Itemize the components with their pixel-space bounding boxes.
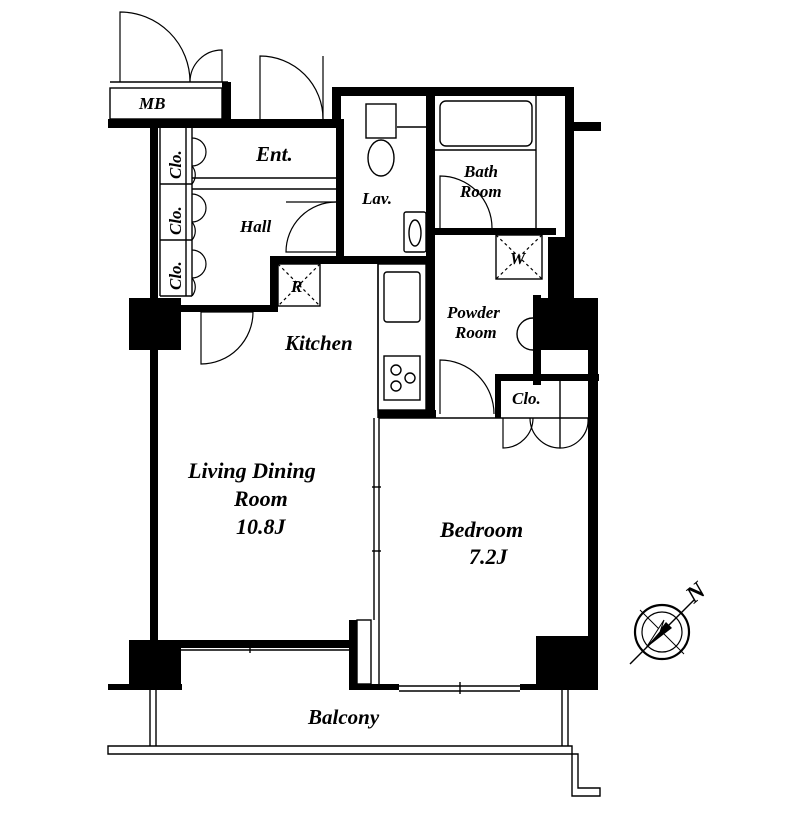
wall-powder-right [533, 295, 541, 385]
walls [108, 82, 601, 690]
wall-right [588, 298, 598, 690]
wall-bottom-left-stub [108, 684, 182, 690]
toilet-bowl [367, 139, 395, 177]
wall-hall-bottom [181, 305, 271, 312]
wall-partition-bottom [349, 620, 357, 690]
column-right-lower [536, 636, 598, 690]
toilet-tank [365, 103, 397, 139]
label-closet-2: Clo. [166, 206, 185, 235]
label-lavatory: Lav. [361, 189, 392, 208]
wall-top-right [332, 87, 574, 96]
bathtub [439, 100, 533, 147]
label-north: N [680, 576, 712, 609]
label-living-1: Living Dining [187, 458, 316, 483]
label-powder-2: Room [454, 323, 497, 342]
label-washer: W [510, 249, 527, 268]
wall-fridge-left [270, 256, 278, 312]
label-refrigerator: R [290, 277, 302, 296]
wall-lav-left [336, 119, 344, 264]
entrance-door [259, 55, 324, 120]
kitchen-counter [377, 263, 427, 411]
fridge-box [277, 263, 321, 307]
label-closet-3: Clo. [166, 261, 185, 290]
wall-kitchen-bottom [378, 410, 436, 418]
lav-sink [408, 219, 422, 247]
label-balcony: Balcony [307, 705, 380, 729]
label-powder-1: Powder [446, 303, 500, 322]
column-left-upper [129, 298, 181, 350]
label-hall: Hall [239, 217, 271, 236]
balcony-rail [107, 745, 601, 797]
kitchen-stove [383, 355, 421, 401]
wall-bedroom-bottom-right [520, 684, 550, 690]
wall-closet-left [495, 374, 501, 418]
wall-stub-right [565, 122, 601, 131]
label-kitchen: Kitchen [284, 331, 353, 355]
label-living-size: 10.8J [236, 514, 287, 539]
washer-box [495, 234, 543, 280]
doors [119, 11, 589, 449]
kitchen-sink [383, 271, 421, 323]
column-left-lower [129, 640, 181, 690]
label-closet-1: Clo. [166, 150, 185, 179]
label-bath-1: Bath [463, 162, 498, 181]
wall-bath-bottom [426, 228, 556, 235]
label-entrance: Ent. [255, 142, 293, 166]
wall-top-right-stub [332, 87, 341, 127]
wall-mb-right [222, 82, 231, 128]
mb-box [109, 87, 223, 120]
north-arrow-icon [629, 599, 695, 665]
column-right-upper [541, 298, 598, 350]
wall-left-upper [150, 119, 158, 299]
thin-lines [107, 81, 601, 797]
label-closet-bedroom: Clo. [512, 389, 541, 408]
label-living-2: Room [233, 486, 288, 511]
wall-utility-right [548, 237, 574, 299]
label-bath-2: Room [459, 182, 502, 201]
wall-closet-top [495, 374, 599, 381]
label-mb: MB [138, 94, 165, 113]
wall-lav-right [426, 87, 435, 417]
label-bedroom: Bedroom [439, 517, 523, 542]
label-bedroom-size: 7.2J [469, 544, 509, 569]
wall-left-lower [150, 350, 158, 640]
wall-bath-right [565, 87, 574, 237]
wall-bedroom-bottom-left [349, 684, 399, 690]
wall-kitchen-top [270, 256, 430, 264]
